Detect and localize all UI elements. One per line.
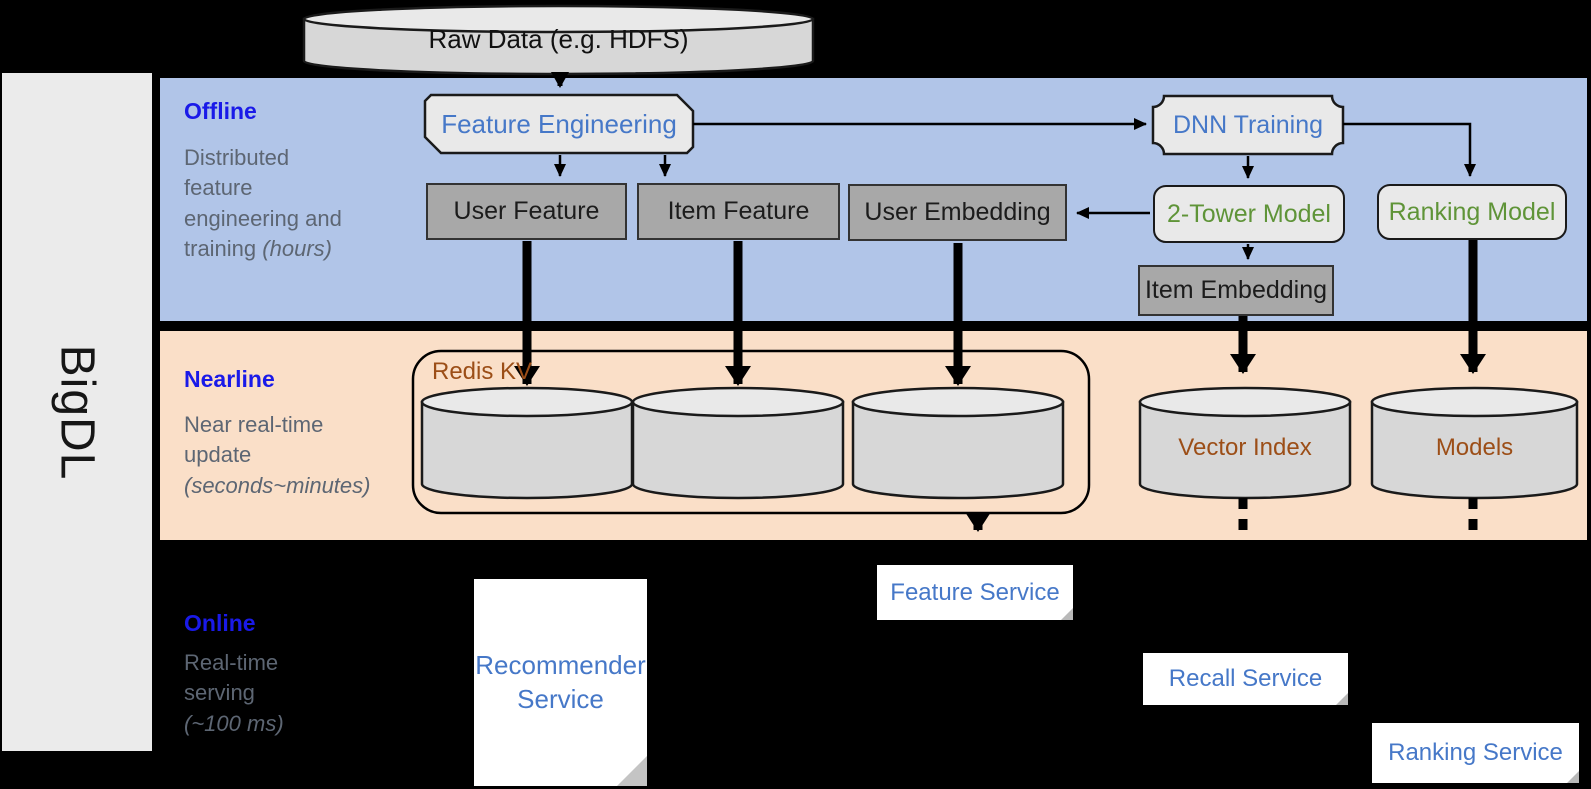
dnn-training-label: DNN Training xyxy=(1172,110,1324,139)
item-feature-box: Item Feature xyxy=(637,183,840,240)
recommender-service-doc: Recommender Service xyxy=(474,579,647,786)
offline-subtitle: Distributed feature engineering and trai… xyxy=(184,143,342,264)
two-tower-model-box: 2-Tower Model xyxy=(1153,185,1345,243)
arrow-dnn-to-ranking-model xyxy=(1343,122,1476,177)
thin-connectors xyxy=(554,118,1476,260)
dnn-training-shape xyxy=(1151,94,1345,156)
nearline-subtitle: Near real-time update (seconds~minutes) xyxy=(184,410,370,501)
redis-cylinder-1 xyxy=(420,386,634,500)
ranking-model-box: Ranking Model xyxy=(1377,184,1567,240)
vector-index-cylinder xyxy=(1138,386,1352,500)
item-embedding-box: Item Embedding xyxy=(1138,265,1334,316)
online-title: Online xyxy=(184,610,256,636)
nearline-title: Nearline xyxy=(184,366,275,392)
redis-kv-container xyxy=(411,349,1091,515)
offline-subtitle-line: Distributed xyxy=(184,145,290,170)
redis-cylinder-2 xyxy=(631,386,845,500)
offline-subtitle-line: feature xyxy=(184,175,253,201)
online-subtitle-line: serving xyxy=(184,680,255,706)
offline-subtitle-line: training (hours) xyxy=(184,236,332,262)
online-subtitle: Real-time serving (~100 ms) xyxy=(184,648,284,739)
offline-subtitle-line: engineering and xyxy=(184,205,342,231)
vector-index-label: Vector Index xyxy=(1178,434,1312,461)
models-label: Models xyxy=(1435,434,1514,461)
feature-service-box: Feature Service xyxy=(877,565,1073,620)
online-subtitle-line: (~100 ms) xyxy=(184,710,284,736)
nearline-subtitle-line: update xyxy=(184,442,252,468)
raw-data-label: Raw Data (e.g. HDFS) xyxy=(428,23,689,54)
online-subtitle-line: Real-time xyxy=(184,650,279,675)
redis-kv-label: Redis KV xyxy=(432,358,533,385)
recall-service-box: Recall Service xyxy=(1143,653,1348,705)
bigdl-sidebar: BigDL xyxy=(2,73,152,751)
nearline-subtitle-line: (seconds~minutes) xyxy=(184,472,371,498)
thick-connectors xyxy=(514,240,1486,540)
redis-cylinder-3 xyxy=(851,386,1065,500)
offline-title: Offline xyxy=(184,98,257,124)
nearline-subtitle-line: Near real-time xyxy=(184,412,324,437)
ranking-service-box: Ranking Service xyxy=(1372,723,1579,783)
feature-engineering-label: Feature Engineering xyxy=(441,108,677,139)
models-cylinder xyxy=(1370,386,1579,500)
user-embedding-box: User Embedding xyxy=(848,184,1067,241)
user-feature-box: User Feature xyxy=(426,183,627,240)
feature-engineering-shape xyxy=(423,93,695,155)
